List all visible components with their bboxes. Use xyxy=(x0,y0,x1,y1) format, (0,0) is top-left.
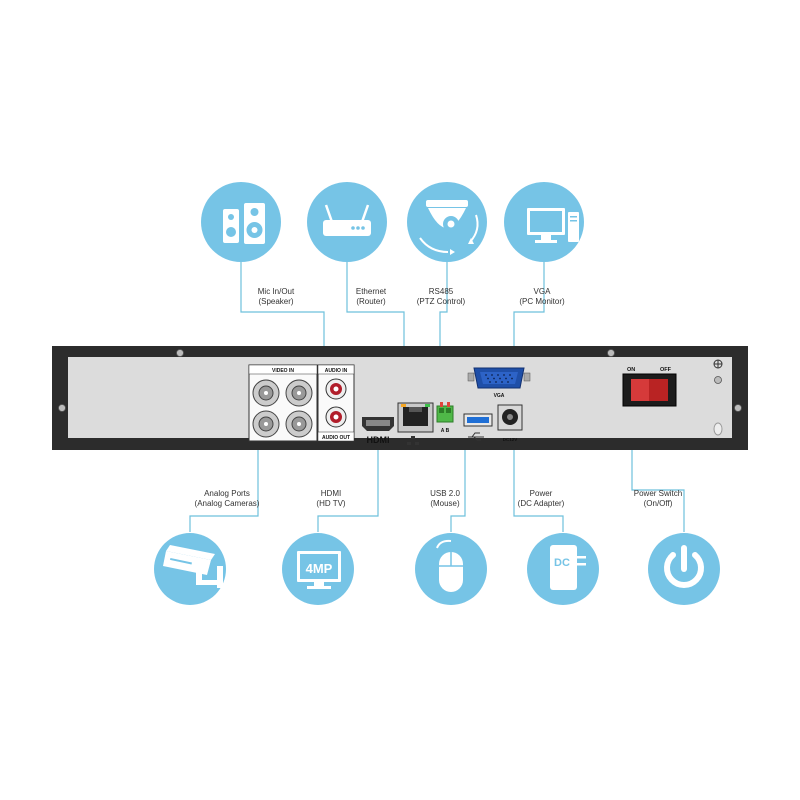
bnc-connector xyxy=(252,410,280,438)
audio-ports: AUDIO IN AUDIO OUT xyxy=(317,364,355,442)
ground-icon xyxy=(713,359,723,369)
dc-adapter-icon: DC xyxy=(527,533,599,605)
video-in-label: VIDEO IN xyxy=(272,368,294,374)
hdmi-label: HDMI xyxy=(367,435,390,445)
ethernet-port xyxy=(397,402,434,445)
switch-label-line1: Power Switch xyxy=(634,489,682,498)
mic-label-line2: (Speaker) xyxy=(258,297,293,306)
rs485-label-line2: (PTZ Control) xyxy=(417,297,466,306)
mouse-icon xyxy=(415,533,487,605)
vent-hole xyxy=(713,422,723,436)
analog-label-line1: Analog Ports xyxy=(204,489,250,498)
bottom-feature-labels: Analog Ports (Analog Cameras) HDMI (HD T… xyxy=(195,489,683,508)
vga-label-line1: VGA xyxy=(534,287,552,296)
dc-power-jack: DC12V xyxy=(497,404,523,442)
rs485-ab-label: A B xyxy=(441,428,450,434)
ethernet-label-line1: Ethernet xyxy=(356,287,387,296)
ptz-dome-camera-icon xyxy=(407,182,487,262)
bottom-feature-circles: 4MP DC xyxy=(154,533,720,605)
hdtv-4mp-text: 4MP xyxy=(306,561,333,576)
pc-monitor-icon xyxy=(504,182,584,262)
bullet-camera-icon xyxy=(154,533,226,605)
usb-icon xyxy=(468,432,484,441)
vga-port: VGA xyxy=(467,367,531,399)
switch-label-line2: (On/Off) xyxy=(644,499,673,508)
hdmi-port: HDMI xyxy=(362,417,394,445)
router-icon xyxy=(307,182,387,262)
switch-on-label: ON xyxy=(627,367,635,373)
dc-adapter-text: DC xyxy=(554,557,570,569)
video-in-ports: VIDEO IN xyxy=(248,364,318,442)
bnc-connector xyxy=(285,379,313,407)
switch-off-label: OFF xyxy=(660,367,672,373)
power-button-icon xyxy=(648,533,720,605)
analog-label-line2: (Analog Cameras) xyxy=(195,499,260,508)
top-feature-labels: Mic In/Out (Speaker) Ethernet (Router) R… xyxy=(258,287,565,306)
network-icon xyxy=(407,436,419,445)
mic-label-line1: Mic In/Out xyxy=(258,287,295,296)
audio-out-label: AUDIO OUT xyxy=(322,435,350,441)
hdtv-4mp-icon: 4MP xyxy=(282,533,354,605)
screws xyxy=(58,349,742,412)
vga-port-label: VGA xyxy=(494,393,505,399)
usb-label-line2: (Mouse) xyxy=(430,499,460,508)
usb-label-line1: USB 2.0 xyxy=(430,489,460,498)
power-label-line2: (DC Adapter) xyxy=(518,499,565,508)
dc-jack-label: DC12V xyxy=(503,437,518,442)
rca-audio-out xyxy=(325,406,347,428)
bnc-connector xyxy=(252,379,280,407)
rca-audio-in xyxy=(325,378,347,400)
usb-port xyxy=(463,413,493,441)
top-feature-circles xyxy=(201,182,584,262)
dvr-rear-panel: VIDEO IN xyxy=(52,346,748,450)
ethernet-label-line2: (Router) xyxy=(356,297,386,306)
power-label-line1: Power xyxy=(530,489,553,498)
rs485-terminal: A B xyxy=(436,402,454,434)
power-rocker-switch: ON OFF xyxy=(622,367,677,407)
hdmi-label-line1: HDMI xyxy=(321,489,341,498)
rs485-label-line1: RS485 xyxy=(429,287,454,296)
leader-lines xyxy=(189,262,685,532)
speaker-icon xyxy=(201,182,281,262)
bnc-connector xyxy=(285,410,313,438)
vga-label-line2: (PC Monitor) xyxy=(519,297,565,306)
hdmi-label-line2: (HD TV) xyxy=(316,499,346,508)
audio-in-label: AUDIO IN xyxy=(325,368,348,374)
